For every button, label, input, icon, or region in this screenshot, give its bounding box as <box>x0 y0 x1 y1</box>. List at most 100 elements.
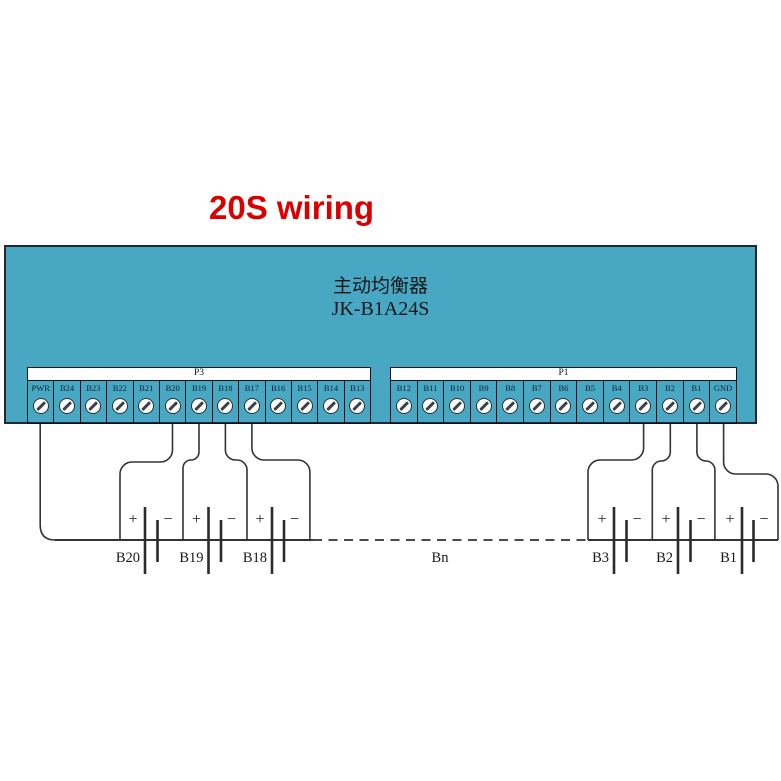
terminal-b15: B15 <box>290 381 317 423</box>
terminal-label: B21 <box>139 383 154 393</box>
screw-slot <box>326 401 336 411</box>
b20-minus-sign: − <box>163 511 172 528</box>
wire-b19 <box>182 423 200 540</box>
screw-terminal-icon <box>449 398 466 414</box>
screw-slot <box>141 401 152 411</box>
wire-b18 <box>224 423 248 540</box>
screw-slot <box>425 401 436 411</box>
terminal-b13: B13 <box>343 381 370 423</box>
terminal-b23: B23 <box>79 381 106 423</box>
screw-terminal-icon <box>138 398 155 414</box>
screw-slot <box>398 401 409 411</box>
terminal-b1: B1 <box>682 381 710 423</box>
terminal-b10: B10 <box>443 381 470 423</box>
battery-label-b19: B19 <box>179 550 203 566</box>
terminal-label: B16 <box>271 383 286 393</box>
terminal-b19: B19 <box>185 381 211 423</box>
screw-terminal-icon <box>32 398 49 414</box>
battery-label-b20: B20 <box>116 550 140 566</box>
b3-minus-sign: − <box>632 511 641 528</box>
b18-plus-sign: + <box>255 511 264 528</box>
b1-plus-sign: + <box>725 511 734 528</box>
terminal-label: B13 <box>350 383 365 393</box>
screw-slot <box>352 401 363 411</box>
b20-plus-sign: + <box>128 511 137 528</box>
screw-terminal-icon <box>688 398 705 414</box>
battery-label-b2: B2 <box>656 550 673 566</box>
battery-group-left-text: + − + − + − B20 B19 B18 <box>116 511 299 566</box>
terminal-label: B19 <box>191 383 207 393</box>
battery-label-b1: B1 <box>720 550 737 566</box>
terminal-label: B7 <box>531 383 542 393</box>
screw-terminal-icon <box>322 398 339 414</box>
b18-minus-sign: − <box>290 511 299 528</box>
screw-slot <box>532 401 542 411</box>
screw-terminal-icon <box>635 398 652 414</box>
screw-terminal-icon <box>661 398 678 414</box>
balance-wires <box>39 423 779 541</box>
terminal-label: B3 <box>638 383 649 393</box>
terminal-pwr: PWR <box>28 381 53 423</box>
terminal-label: B10 <box>449 383 465 393</box>
terminal-label: B9 <box>478 383 489 393</box>
terminal-b18: B18 <box>211 381 238 423</box>
terminal-b12: B12 <box>391 381 417 423</box>
screw-terminal-icon <box>422 398 439 414</box>
screw-terminal-icon <box>502 398 519 414</box>
screw-terminal-icon <box>715 398 732 414</box>
terminal-b4: B4 <box>602 381 630 423</box>
screw-terminal-icon <box>191 398 208 414</box>
terminal-b11: B11 <box>416 381 444 423</box>
screw-slot <box>88 401 99 411</box>
b3-plus-sign: + <box>597 511 606 528</box>
b1-minus-sign: − <box>759 511 768 528</box>
terminal-label: B15 <box>297 383 312 393</box>
battery-label-b3: B3 <box>592 550 609 566</box>
screw-terminal-icon <box>475 398 492 414</box>
screw-slot <box>452 401 462 411</box>
terminal-label: B20 <box>165 383 180 393</box>
balancer-device-box: 主动均衡器 JK-B1A24S <box>4 245 757 424</box>
terminal-label: B6 <box>558 383 569 393</box>
terminal-label: B5 <box>585 383 596 393</box>
terminal-label: B8 <box>505 383 516 393</box>
screw-slot <box>558 401 569 411</box>
wire-pwr <box>39 423 56 541</box>
connector-p1-label: P1 <box>558 368 569 379</box>
screw-slot <box>220 401 231 411</box>
terminal-label: B22 <box>112 383 127 393</box>
screw-slot <box>167 401 178 411</box>
wire-b2 <box>651 423 672 540</box>
connector-p1-header: P1 <box>390 367 737 381</box>
wire-b20 <box>119 423 174 540</box>
screw-terminal-icon <box>608 398 625 414</box>
screw-slot <box>35 401 46 411</box>
screw-slot <box>585 401 595 411</box>
battery-label-b18: B18 <box>243 550 267 566</box>
b2-plus-sign: + <box>661 511 670 528</box>
terminal-b22: B22 <box>106 381 132 423</box>
screw-slot <box>611 401 622 411</box>
device-name-cn: 主动均衡器 <box>332 276 428 297</box>
screw-slot <box>691 401 702 411</box>
wire-b3 <box>587 423 645 540</box>
screw-terminal-icon <box>85 398 102 414</box>
terminal-label: B18 <box>218 383 233 393</box>
connector-p3-label: P3 <box>193 368 205 379</box>
terminal-label: PWR <box>31 383 50 393</box>
screw-terminal-icon <box>217 398 234 414</box>
b19-plus-sign: + <box>192 511 201 528</box>
terminal-label: B1 <box>691 383 702 393</box>
terminal-b9: B9 <box>469 381 497 423</box>
terminal-label: B23 <box>86 383 101 393</box>
screw-slot <box>299 401 310 411</box>
terminal-label: B11 <box>423 383 438 393</box>
diagram-title: 20S wiring <box>209 189 375 226</box>
b19-minus-sign: − <box>227 511 236 528</box>
terminal-label: B2 <box>664 383 675 393</box>
terminal-b24: B24 <box>53 381 79 423</box>
